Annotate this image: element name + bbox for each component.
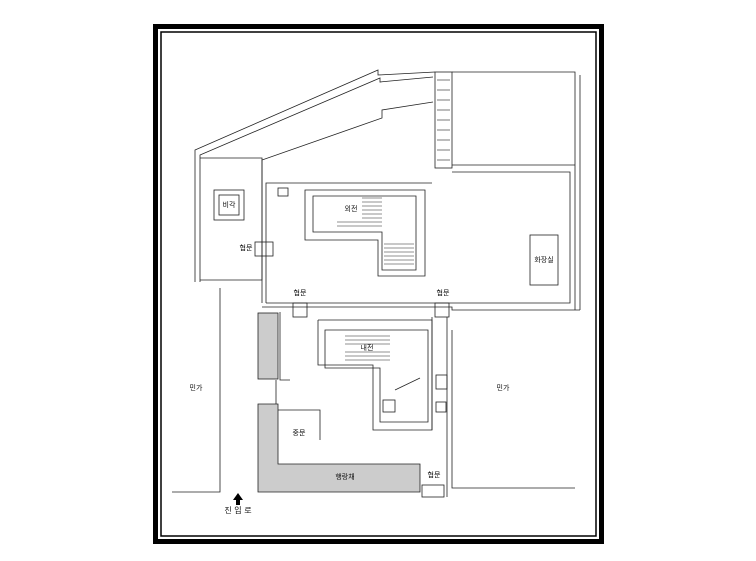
shaded-buildings xyxy=(257,312,421,493)
site-lines xyxy=(172,69,581,498)
well xyxy=(277,187,289,197)
toilet-building xyxy=(529,234,559,286)
label-hyeopmun-left: 협문 xyxy=(240,243,253,252)
frame-gap xyxy=(158,29,599,539)
boundary-west xyxy=(172,288,221,493)
floor-hatching xyxy=(337,79,450,361)
label-minga-left: 민가 xyxy=(190,383,203,392)
label-entrance-road: 진 입 로 xyxy=(224,505,251,515)
stair-diagonal xyxy=(394,377,421,391)
bigak-outer xyxy=(213,189,245,221)
oejeon-building xyxy=(312,195,417,271)
west-wing-building xyxy=(257,312,279,380)
inner-court-wall xyxy=(265,182,432,303)
label-hyeopmun-mid2: 협문 xyxy=(437,288,450,297)
outer-wall-south xyxy=(262,306,580,311)
outer-wall-north xyxy=(194,69,436,282)
stair-north xyxy=(434,71,453,169)
label-bigak: 비각 xyxy=(223,200,236,209)
inner-frame xyxy=(160,31,597,537)
label-haengrangchae: 행랑채 xyxy=(335,472,354,481)
jungmun-wall xyxy=(275,380,321,440)
outer-wall-north-inner xyxy=(199,76,434,282)
naejeon-west-wall xyxy=(279,312,290,381)
label-hyeopmun-mid1: 협문 xyxy=(294,288,307,297)
outer-wall-east xyxy=(452,71,576,310)
label-hyeopmun-bottom: 협문 xyxy=(428,470,441,479)
gate-south xyxy=(421,484,445,498)
naejeon-stair xyxy=(382,399,396,413)
oejeon-platform xyxy=(304,189,426,277)
boundary-east xyxy=(451,330,575,489)
east-small-structure-2 xyxy=(435,401,447,413)
gate-east xyxy=(434,302,450,318)
east-small-structure-1 xyxy=(435,374,448,390)
up-arrow-icon xyxy=(233,493,243,505)
label-naejeon: 내전 xyxy=(361,343,374,352)
bigak-side-gate xyxy=(254,241,274,257)
naejeon-building xyxy=(324,329,429,423)
haengrangchae-building xyxy=(257,403,421,493)
label-hwajangsil: 화장실 xyxy=(534,255,553,264)
bigak-enclosure xyxy=(200,157,263,281)
inner-wall-east-south xyxy=(266,171,571,304)
bigak-inner xyxy=(218,194,240,216)
gate-west xyxy=(292,302,308,318)
label-minga-right: 민가 xyxy=(497,383,510,392)
label-oejeon: 외전 xyxy=(345,204,358,213)
label-jungmun: 중문 xyxy=(293,429,306,437)
